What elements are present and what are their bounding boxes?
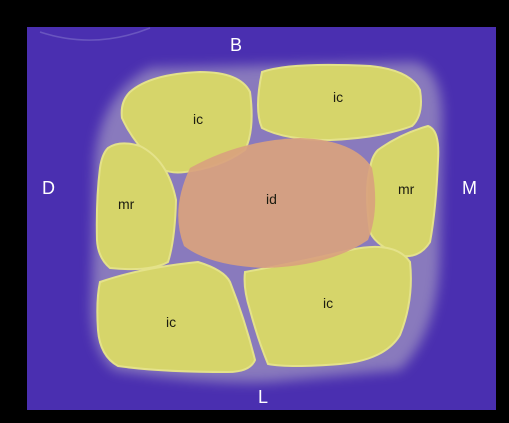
- label-ic-bottom-right: ic: [323, 295, 333, 311]
- orientation-top: B: [230, 35, 242, 55]
- orientation-bottom: L: [258, 387, 268, 407]
- label-id-center: id: [266, 191, 277, 207]
- label-mr-left: mr: [118, 196, 135, 212]
- orientation-left: D: [42, 178, 55, 198]
- label-mr-right: mr: [398, 181, 415, 197]
- watermark-arc: [40, 28, 150, 40]
- label-ic-bottom-left: ic: [166, 314, 176, 330]
- orientation-right: M: [462, 178, 477, 198]
- label-ic-top-right: ic: [333, 89, 343, 105]
- label-ic-top-left: ic: [193, 111, 203, 127]
